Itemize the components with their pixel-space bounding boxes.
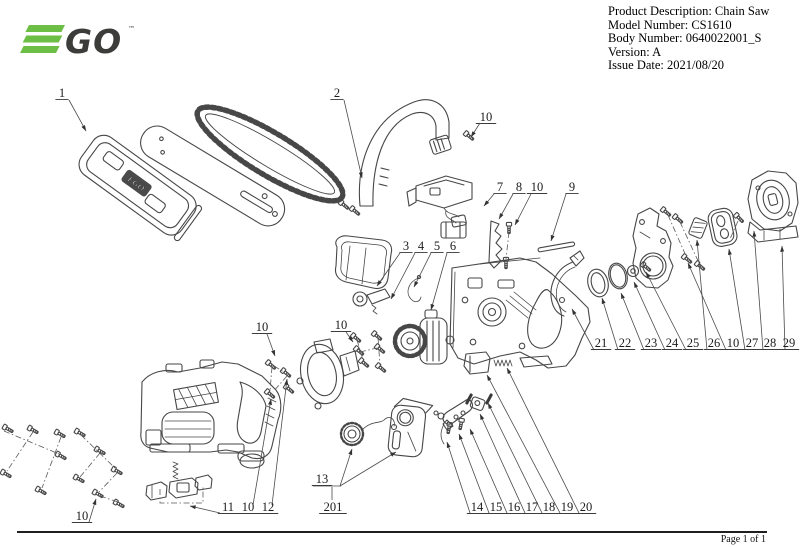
callout-label-21: 21 bbox=[595, 336, 608, 350]
callout-label-25: 25 bbox=[687, 336, 700, 350]
ring-23-drawing bbox=[608, 262, 628, 290]
callout-label-28: 28 bbox=[764, 336, 777, 350]
callout-label-201: 201 bbox=[324, 500, 343, 514]
gasket-drawing bbox=[707, 207, 738, 247]
page-indicator: Page 1 of 1 bbox=[720, 534, 766, 545]
alignment-lines bbox=[3, 214, 739, 504]
callout-label-9: 9 bbox=[569, 180, 575, 194]
callout-label-10: 10 bbox=[727, 336, 740, 350]
callout-label-26: 26 bbox=[708, 336, 721, 350]
callout-label-8: 8 bbox=[516, 180, 522, 194]
motor-assembly-drawing bbox=[392, 309, 455, 365]
washer-drawing bbox=[626, 264, 640, 278]
callout-label-10: 10 bbox=[76, 509, 89, 523]
callout-label-27: 27 bbox=[746, 336, 759, 350]
callout-label-10: 10 bbox=[256, 320, 269, 334]
hand-guard-drawing bbox=[334, 235, 393, 290]
callout-label-18: 18 bbox=[543, 500, 556, 514]
sprocket-cover-drawing bbox=[747, 170, 799, 243]
callout-label-5: 5 bbox=[434, 239, 440, 253]
ego-logo: GO ™ bbox=[18, 20, 140, 61]
callout-label-10: 10 bbox=[480, 110, 493, 124]
footer-rule bbox=[17, 531, 767, 533]
main-housing-drawing bbox=[449, 257, 591, 369]
callout-label-3: 3 bbox=[403, 239, 409, 253]
callout-label-23: 23 bbox=[645, 336, 658, 350]
callout-label-10: 10 bbox=[531, 180, 544, 194]
brake-linkage-drawing bbox=[352, 288, 391, 315]
callout-label-1: 1 bbox=[59, 86, 65, 100]
callout-label-4: 4 bbox=[418, 239, 425, 253]
brake-band-drawing bbox=[550, 250, 585, 317]
front-handle-drawing bbox=[358, 99, 452, 207]
side-cover-drawing: EGO bbox=[78, 134, 203, 242]
ego-logo-graphic: GO ™ bbox=[20, 22, 135, 61]
wire-loop-drawing bbox=[407, 274, 422, 303]
callout-label-12: 12 bbox=[262, 500, 275, 514]
callout-label-6: 6 bbox=[450, 239, 456, 253]
leader-lines bbox=[68, 99, 786, 523]
felling-spike-drawing bbox=[488, 220, 503, 269]
callout-label-19: 19 bbox=[561, 500, 574, 514]
title-block-line: Issue Date: 2021/08/20 bbox=[608, 58, 724, 73]
callout-label-17: 17 bbox=[526, 500, 539, 514]
tension-rod-drawing bbox=[537, 241, 576, 253]
logo-e-bars bbox=[20, 25, 65, 53]
callout-label-14: 14 bbox=[471, 500, 484, 514]
saw-chain-drawing bbox=[194, 104, 346, 204]
guard-plate-drawing bbox=[632, 207, 674, 289]
guide-bar-drawing bbox=[140, 125, 286, 227]
callout-label-16: 16 bbox=[508, 500, 521, 514]
title-block-line: Product Description: Chain Saw bbox=[608, 4, 770, 18]
oil-tank-drawing bbox=[387, 397, 434, 458]
callout-label-22: 22 bbox=[619, 336, 632, 350]
callout-label-2: 2 bbox=[334, 86, 340, 100]
trigger-parts-drawing bbox=[145, 461, 213, 501]
title-block-line: Model Number: CS1610 bbox=[608, 17, 732, 32]
left-body-drawing bbox=[140, 359, 282, 469]
callout-label-24: 24 bbox=[666, 336, 679, 350]
title-block-line: Body Number: 0640022001_S bbox=[608, 31, 762, 46]
logo-go-text: GO bbox=[65, 22, 122, 60]
callout-label-10: 10 bbox=[242, 500, 255, 514]
callout-label-15: 15 bbox=[490, 500, 503, 514]
title-block: Product Description: Chain Saw Model Num… bbox=[608, 4, 770, 73]
callout-label-20: 20 bbox=[580, 500, 593, 514]
callout-label-11: 11 bbox=[222, 500, 234, 514]
callout-label-29: 29 bbox=[783, 336, 796, 350]
stopper-and-spring-drawing bbox=[463, 351, 513, 375]
ring-22-drawing bbox=[587, 268, 609, 298]
fan-cover-drawing bbox=[296, 338, 360, 410]
title-block-line: Version: A bbox=[608, 44, 662, 59]
oil-pump-drawing bbox=[339, 417, 398, 447]
callout-label-10: 10 bbox=[335, 318, 348, 332]
switch-assembly-drawing bbox=[406, 175, 473, 239]
callout-label-13: 13 bbox=[316, 472, 329, 486]
callout-label-7: 7 bbox=[497, 180, 503, 194]
logo-trademark: ™ bbox=[128, 25, 135, 33]
pad-drawing bbox=[688, 217, 708, 239]
